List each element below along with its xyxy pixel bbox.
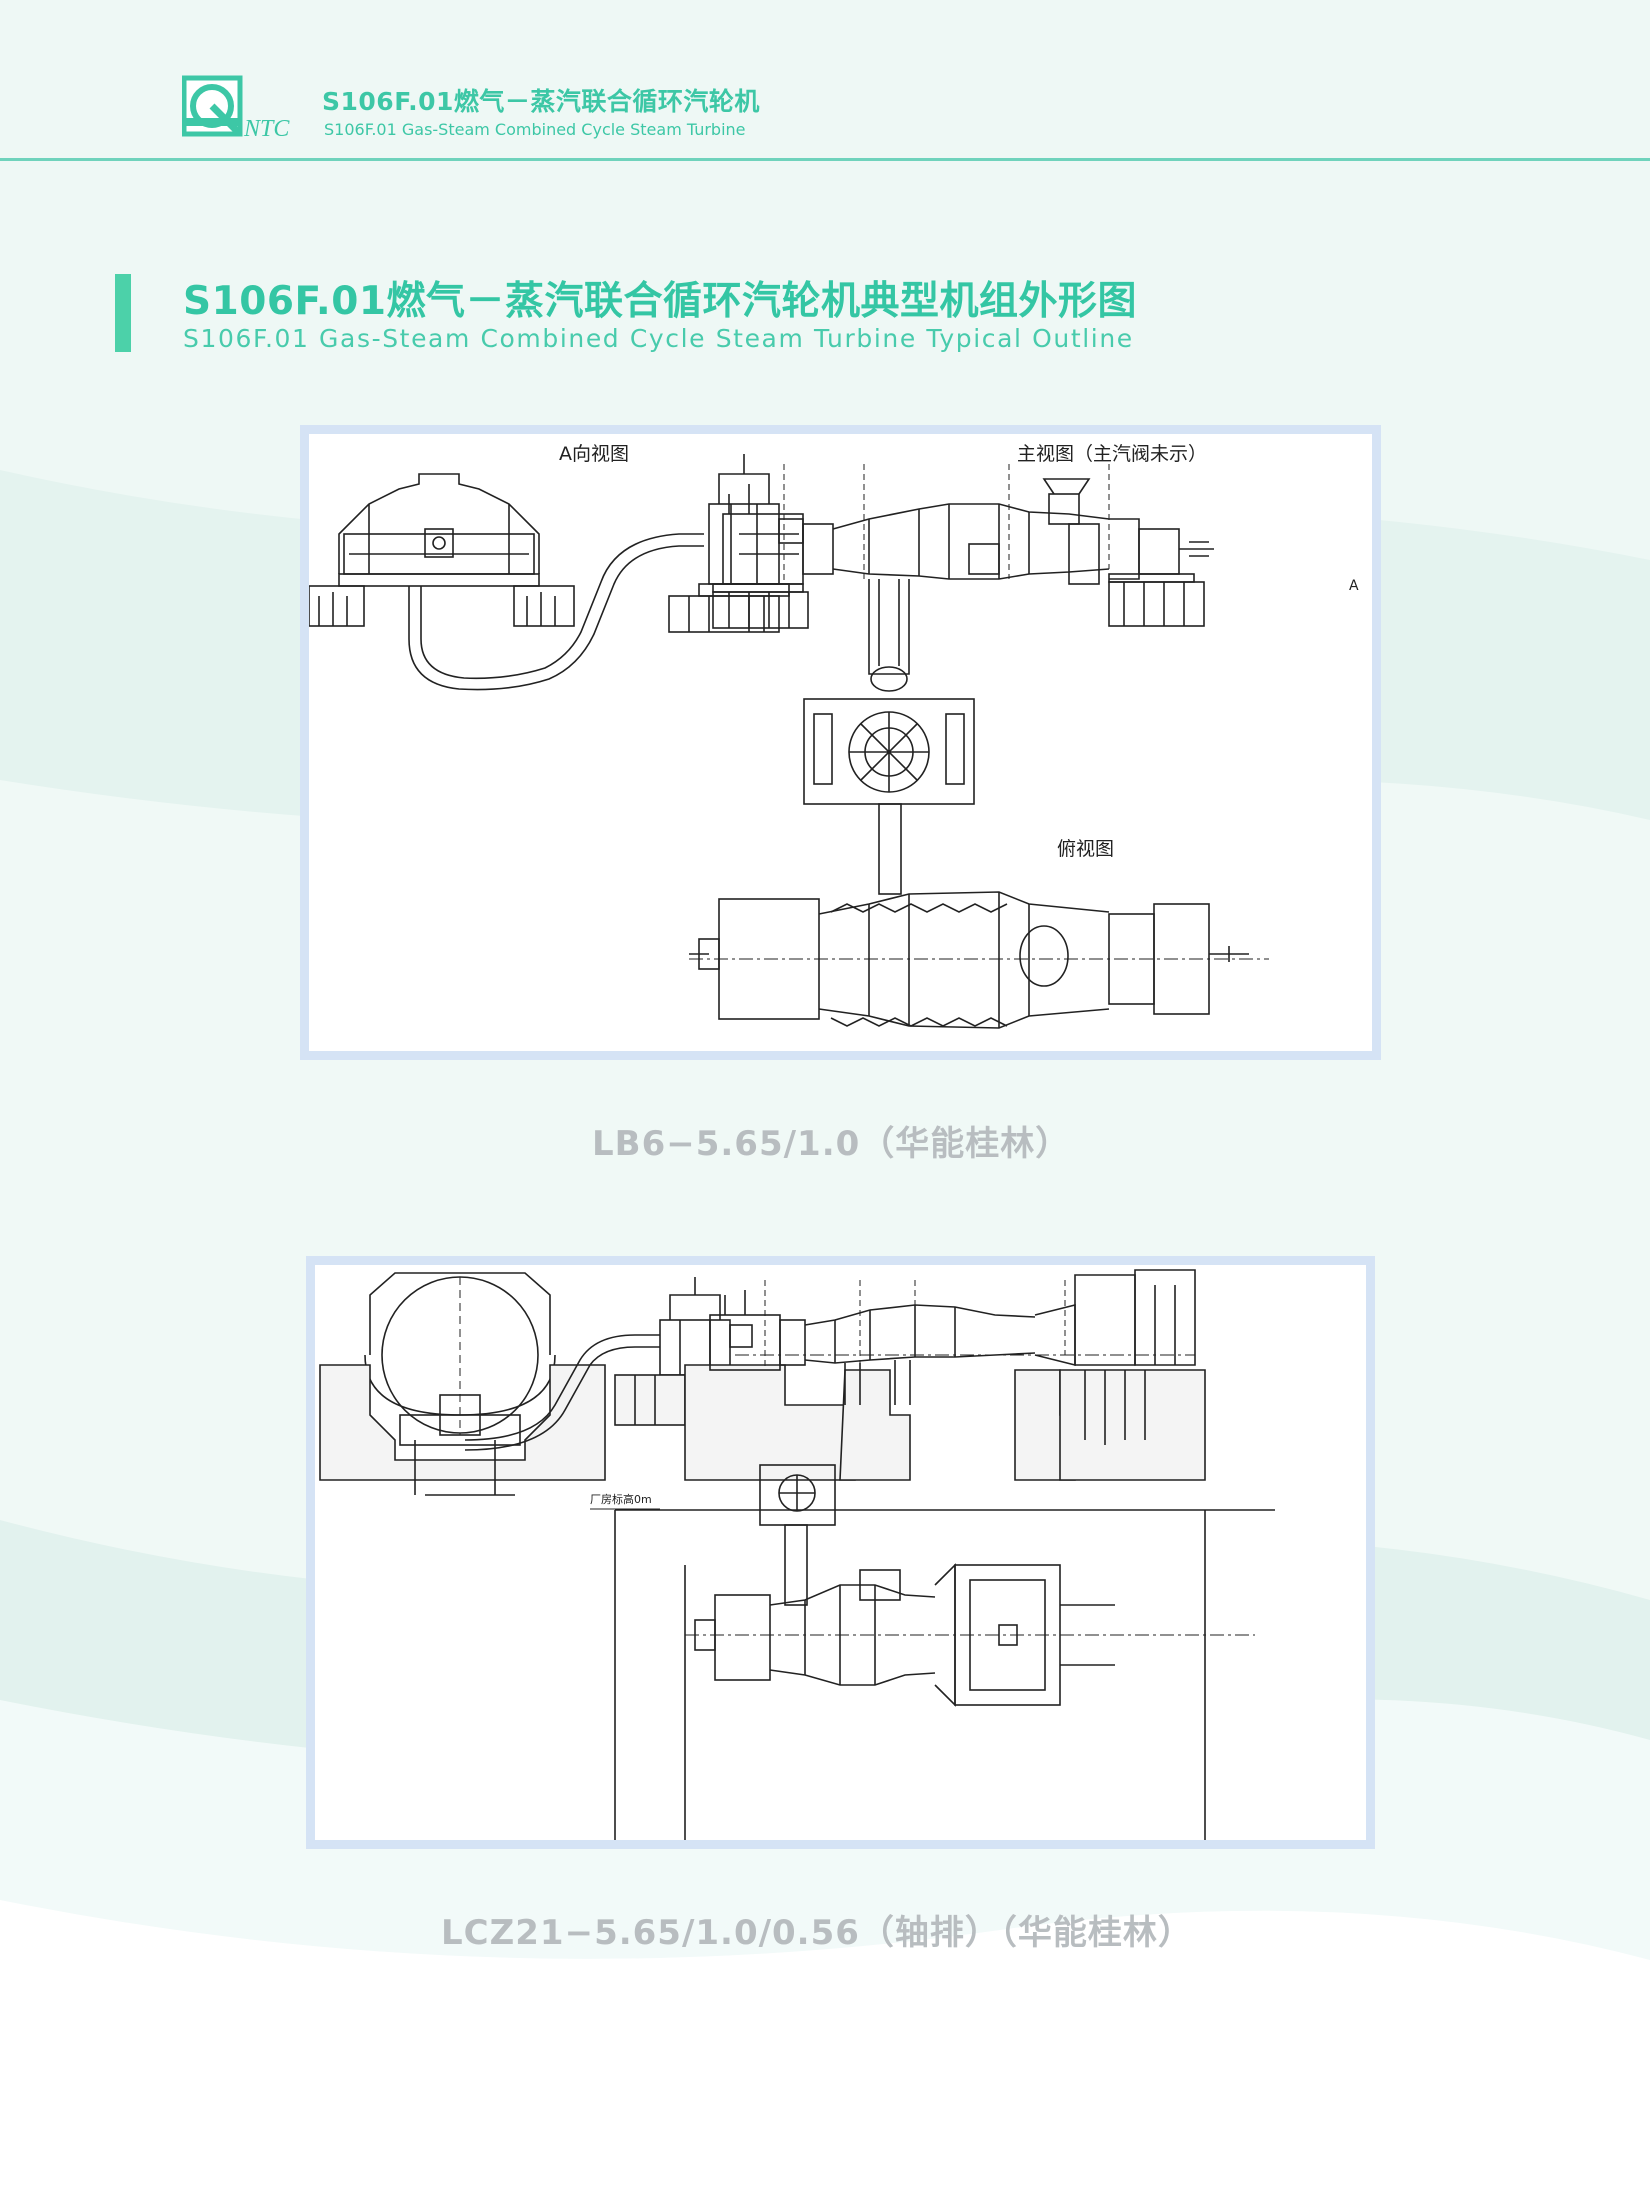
- top-view-turbine: [689, 891, 1269, 1029]
- header-divider: [0, 158, 1650, 161]
- turbine-drawing-2: 厂房标高0m: [319, 1269, 1275, 1840]
- drawing2-caption: LCZ21−5.65/1.0/0.56（轴排）（华能桂林）: [441, 1913, 1193, 1953]
- view-a-valve: [668, 454, 804, 633]
- main-view-foundations: [712, 573, 1205, 629]
- section-accent-bar: [115, 274, 131, 352]
- top-view-steam-chest: [803, 698, 975, 895]
- ntc-logo-icon: NTC: [182, 75, 290, 142]
- main-view-turbine-2: [709, 1269, 1196, 1405]
- end-view-casing: [364, 1272, 556, 1446]
- header-title: S106F.01燃气－蒸汽联合循环汽轮机: [322, 87, 760, 116]
- main-view-foundations-2: [684, 1364, 1206, 1481]
- drawing1-caption: LB6−5.65/1.0（华能桂林）: [592, 1124, 1071, 1164]
- top-view-label: 俯视图: [1057, 838, 1114, 860]
- main-view-label: 主视图（主汽阀未示）: [1017, 443, 1207, 465]
- section-title: S106F.01燃气－蒸汽联合循环汽轮机典型机组外形图: [183, 279, 1137, 324]
- top-view-2: [614, 1464, 1275, 1840]
- view-a-casing: [338, 473, 540, 587]
- view-a-label: A向视图: [559, 443, 629, 465]
- exhaust-pipe: [868, 579, 910, 692]
- main-view-turbine: [722, 464, 1214, 585]
- header-subtitle: S106F.01 Gas-Steam Combined Cycle Steam …: [324, 120, 746, 139]
- outline-drawing-lcz21: 厂房标高0m: [306, 1256, 1375, 1849]
- view-a-pipe: [408, 533, 704, 691]
- marker-a: A: [1349, 578, 1359, 594]
- section-subtitle: S106F.01 Gas-Steam Combined Cycle Steam …: [183, 324, 1134, 353]
- outline-drawing-lb6: A向视图 主视图（主汽阀未示） 俯视图 A: [300, 425, 1381, 1060]
- view-a-foundations: [309, 585, 575, 627]
- floor-level-label: 厂房标高0m: [590, 1492, 652, 1506]
- turbine-drawing-1: A向视图 主视图（主汽阀未示） 俯视图 A: [309, 443, 1359, 1029]
- end-view-foundation: [319, 1364, 606, 1496]
- end-view-pipe: [464, 1334, 660, 1451]
- logo-text: NTC: [243, 116, 290, 142]
- page-header: NTC S106F.01燃气－蒸汽联合循环汽轮机 S106F.01 Gas-St…: [0, 0, 1650, 162]
